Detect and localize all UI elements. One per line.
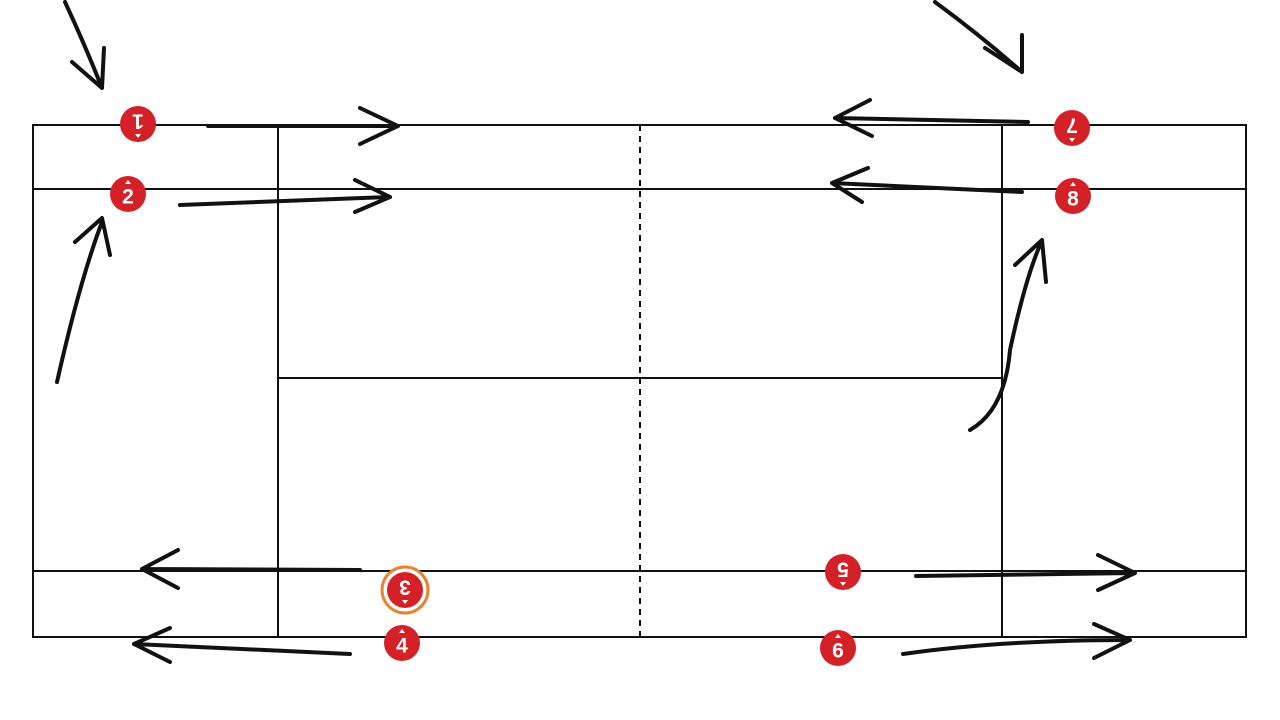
marker-circle [1054, 110, 1090, 146]
arrow-left-up-to-2 [55, 216, 112, 384]
direction-triangle-icon [1069, 138, 1075, 142]
arrow-top-right-diagonal [933, 0, 1024, 74]
player-marker-8[interactable]: 8 [1055, 178, 1091, 214]
arrow-8-left [830, 166, 1024, 204]
marker-circle [384, 625, 420, 661]
arrow-7-left [833, 98, 1030, 138]
player-marker-3[interactable]: 3 [380, 565, 430, 615]
player-marker-1[interactable]: 1 [120, 106, 156, 142]
player-markers: 1 2 3 4 5 6 7 8 [110, 106, 1091, 666]
direction-triangle-icon [125, 180, 131, 184]
player-marker-2[interactable]: 2 [110, 176, 146, 212]
arrow-4-left [132, 626, 352, 664]
marker-circle [110, 176, 146, 212]
marker-circle [1055, 178, 1091, 214]
marker-label: 7 [1066, 114, 1078, 137]
direction-triangle-icon [402, 600, 408, 604]
movement-arrows [55, 0, 1137, 664]
player-marker-7[interactable]: 7 [1054, 110, 1090, 146]
marker-label: 3 [399, 576, 411, 599]
arrow-top-left-diagonal [63, 0, 106, 90]
direction-triangle-icon [1070, 182, 1076, 186]
direction-triangle-icon [135, 134, 141, 138]
arrow-2-right [178, 178, 392, 214]
marker-circle [387, 572, 423, 608]
direction-triangle-icon [840, 582, 846, 586]
arrow-5-right [914, 553, 1137, 592]
marker-circle [825, 554, 861, 590]
marker-label: 8 [1067, 188, 1079, 211]
direction-triangle-icon [835, 634, 841, 638]
marker-label: 2 [122, 186, 134, 209]
direction-triangle-icon [399, 629, 405, 633]
player-marker-5[interactable]: 5 [825, 554, 861, 590]
player-marker-6[interactable]: 6 [820, 630, 856, 666]
marker-circle [120, 106, 156, 142]
player-marker-4[interactable]: 4 [384, 625, 420, 661]
marker-label: 1 [132, 110, 144, 133]
marker-label: 4 [396, 635, 408, 658]
marker-circle [820, 630, 856, 666]
arrow-6-right [901, 622, 1132, 660]
arrow-3-left [140, 548, 362, 590]
arrow-1-right [206, 106, 400, 146]
arrow-right-up-to-8 [968, 238, 1048, 432]
marker-label: 5 [837, 558, 849, 581]
marker-label: 6 [832, 640, 844, 663]
